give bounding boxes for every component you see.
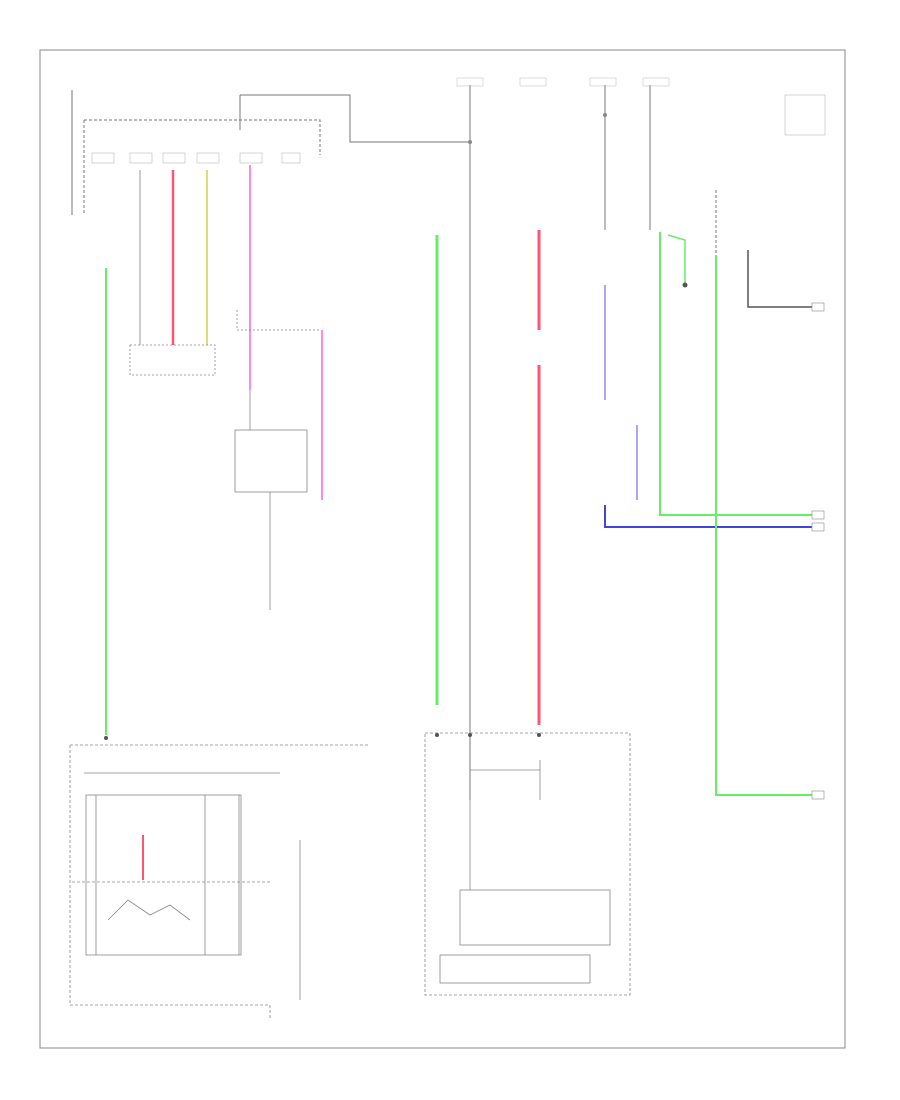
center-control-unit <box>424 732 631 996</box>
wire-green-right-1 <box>659 232 812 516</box>
fuse-node-2 <box>603 113 607 117</box>
junction-dot-1 <box>435 733 439 737</box>
junction-dot-3 <box>537 733 541 737</box>
bottom-left-switch-block <box>69 744 370 1020</box>
left-modules <box>129 310 320 610</box>
junction-dots <box>104 282 688 740</box>
wire-black-right <box>747 250 812 308</box>
top-power-bus <box>71 85 651 800</box>
junction-dot-2 <box>468 733 472 737</box>
junction-dot-4 <box>104 736 108 740</box>
right-connector-ends <box>811 302 825 800</box>
wire-green-right-3 <box>715 255 812 796</box>
connector-blocks <box>91 94 826 164</box>
junction-dot-5 <box>682 282 688 288</box>
fuse-labels <box>456 77 670 144</box>
wire-green-right-2 <box>667 234 686 285</box>
fuse-node-1 <box>468 140 472 144</box>
diagram-frame <box>39 49 846 1049</box>
wire-blue-bottom <box>604 505 812 528</box>
